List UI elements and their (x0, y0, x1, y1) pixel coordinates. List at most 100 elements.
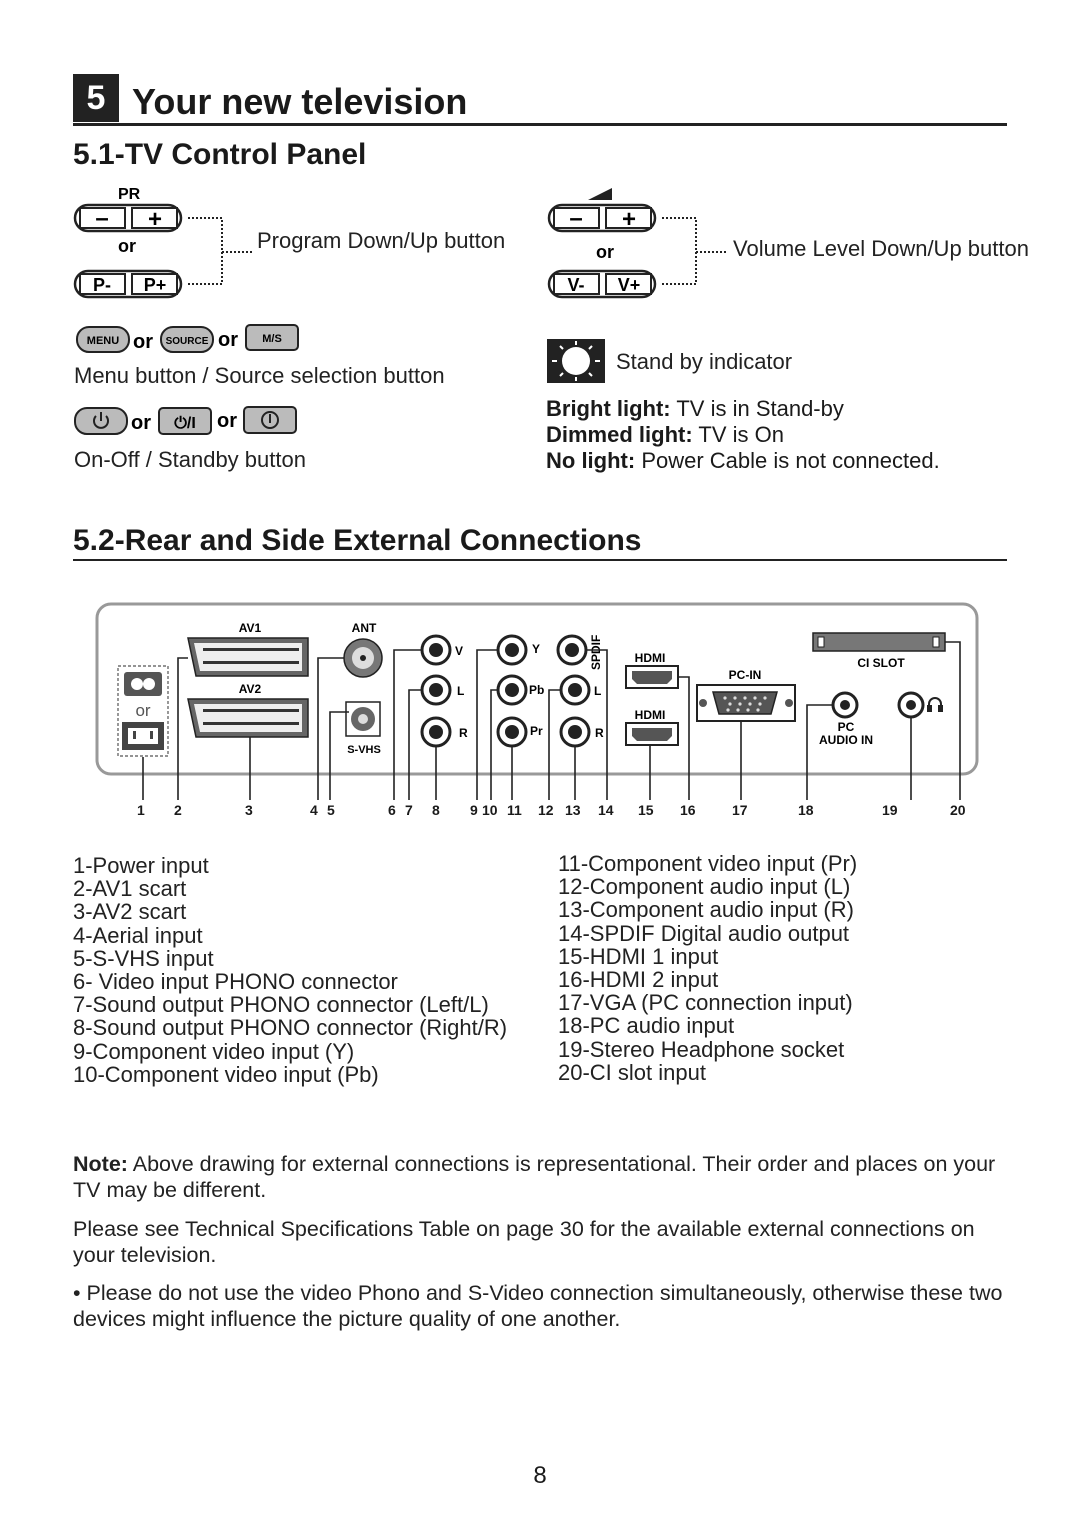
rca-video-icon (420, 634, 452, 666)
list-item: 8-Sound output PHONO connector (Right/R) (73, 1015, 508, 1041)
svg-text:SOURCE: SOURCE (166, 336, 209, 347)
svg-text:V: V (455, 644, 463, 658)
svg-text:M/S: M/S (262, 333, 282, 345)
antenna-input-icon (343, 638, 383, 678)
list-item: 17-VGA (PC connection input) (558, 990, 853, 1016)
list-item: 19-Stereo Headphone socket (558, 1036, 845, 1062)
warning-paragraph: • Please do not use the video Phono and … (73, 1281, 1003, 1331)
ci-slot-icon (812, 632, 946, 652)
svg-text:⏻/I: ⏻/I (174, 415, 196, 432)
headphone-icon (927, 697, 943, 712)
control-panel-illustration: PR – + or P- P+ – + or V- V+ MENU or (73, 186, 728, 435)
standby-line-bright: Bright light: TV is in Stand-by (546, 396, 844, 421)
pr-or: or (118, 236, 136, 256)
svg-text:or: or (133, 331, 153, 353)
list-item: 6- Video input PHONO connector (73, 969, 398, 995)
volume-minus-plus-button: – + (547, 203, 657, 233)
page-number: 8 (533, 1462, 547, 1489)
svg-text:SPDIF: SPDIF (589, 635, 603, 670)
svg-text:AV2: AV2 (239, 682, 262, 696)
source-button-icon: SOURCE (160, 326, 214, 353)
svg-text:S-VHS: S-VHS (347, 744, 381, 756)
svhs-input-icon (345, 701, 381, 737)
connection-numbers: 1 2 3 4 5 6 7 8 9 10 11 12 13 14 15 16 1… (137, 802, 966, 818)
av2-scart-icon (187, 698, 309, 738)
rca-right-icon (420, 716, 452, 748)
svg-text:CI SLOT: CI SLOT (857, 656, 905, 670)
pc-audio-jack-icon (831, 691, 859, 719)
v-minus-plus-button: V- V+ (547, 269, 657, 299)
list-item: 10-Component video input (Pb) (73, 1061, 379, 1087)
list-item: 11-Component video input (Pr) (558, 851, 858, 876)
svg-text:P-: P- (93, 275, 111, 295)
rca-audio-left-icon (559, 674, 591, 706)
svg-text:AV1: AV1 (239, 621, 262, 635)
av1-scart-icon (187, 637, 309, 677)
headphone-jack-icon (897, 691, 925, 719)
svg-text:HDMI: HDMI (635, 708, 666, 722)
program-label: Program Down/Up button (257, 228, 506, 253)
svg-text:AUDIO IN: AUDIO IN (819, 733, 873, 747)
svg-text:L: L (594, 684, 601, 698)
rca-pb-icon (496, 674, 528, 706)
chapter-number: 5 (73, 74, 119, 122)
svg-text:V-: V- (567, 275, 584, 295)
list-item: 3-AV2 scart (73, 899, 187, 925)
rca-audio-right-icon (559, 716, 591, 748)
section-rule (73, 559, 1007, 561)
list-item: 1-Power input (73, 853, 209, 878)
spec-paragraph: Please see Technical Specifications Tabl… (73, 1217, 975, 1267)
list-item: 9-Component video input (Y) (73, 1038, 355, 1064)
list-item: 20-CI slot input (558, 1059, 706, 1085)
list-item: 7-Sound output PHONO connector (Left/L) (73, 992, 489, 1018)
list-item: 5-S-VHS input (73, 945, 214, 971)
pr-label: PR (118, 186, 141, 203)
svg-text:or: or (131, 412, 151, 434)
svg-text:or: or (135, 701, 150, 720)
menu-label: Menu button / Source selection button (74, 363, 445, 388)
rca-y-icon (496, 634, 528, 666)
section-title-connections: 5.2-Rear and Side External Connections (73, 524, 642, 557)
list-item: 2-AV1 scart (73, 876, 187, 902)
vga-port-icon (696, 684, 796, 722)
svg-text:PC: PC (838, 720, 855, 734)
connection-list-left: 1-Power input 2-AV1 scart 3-AV2 scart 4-… (73, 854, 507, 1086)
standby-line-dimmed: Dimmed light: TV is On (546, 422, 784, 447)
section-title-control-panel: 5.1-TV Control Panel (73, 138, 367, 171)
volume-label: Volume Level Down/Up button (733, 236, 1029, 261)
svg-text:or: or (217, 410, 237, 432)
power-input-icon (124, 672, 162, 696)
svg-text:HDMI: HDMI (635, 651, 666, 665)
list-item: 14-SPDIF Digital audio output (558, 920, 850, 946)
svg-text:PC-IN: PC-IN (729, 668, 762, 682)
svg-text:+: + (622, 206, 636, 233)
connection-list-right: 11-Component video input (Pr) 12-Compone… (558, 852, 857, 1084)
pr-minus-plus-button: – + (73, 203, 183, 233)
rear-panel-illustration: or AV1 AV2 ANT S-VHS V L R (95, 602, 979, 800)
chapter-title: Your new television (132, 81, 468, 122)
list-item: 4-Aerial input (73, 922, 203, 948)
chapter-rule (73, 123, 1007, 126)
list-item: 13-Component audio input (R) (558, 897, 854, 923)
svg-text:P+: P+ (144, 275, 167, 295)
list-item: 12-Component audio input (L) (558, 874, 851, 900)
svg-text:+: + (148, 206, 162, 233)
list-item: 18-PC audio input (558, 1013, 735, 1039)
power-button-icon (74, 407, 128, 435)
list-item: 16-HDMI 2 input (558, 967, 719, 993)
svg-text:ANT: ANT (352, 621, 377, 635)
svg-text:Pr: Pr (530, 724, 543, 738)
svg-text:MENU: MENU (87, 335, 119, 347)
standby-label: Stand by indicator (616, 349, 793, 374)
hdmi-1-icon (625, 665, 679, 689)
power-label: On-Off / Standby button (74, 447, 306, 472)
svg-text:Pb: Pb (529, 683, 544, 697)
svg-text:Y: Y (532, 642, 540, 656)
spdif-icon (556, 634, 588, 666)
rca-left-icon (420, 674, 452, 706)
menu-button-icon: MENU (76, 326, 130, 353)
hdmi-2-icon (625, 722, 679, 746)
volume-or: or (596, 242, 614, 262)
standby-line-none: No light: Power Cable is not connected. (546, 448, 940, 473)
p-minus-plus-button: P- P+ (73, 269, 183, 299)
